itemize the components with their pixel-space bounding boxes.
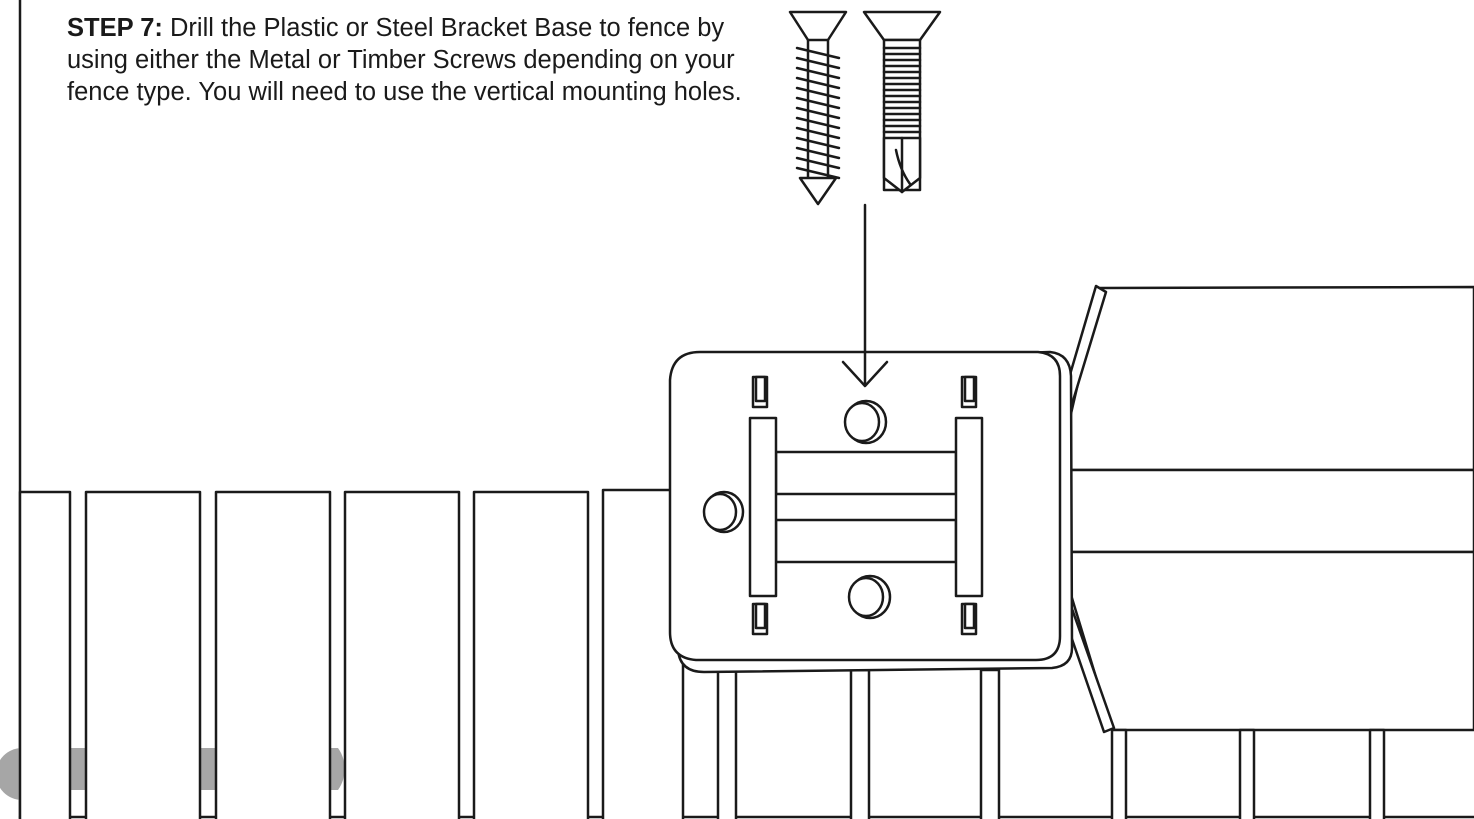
instruction-text: STEP 7: Drill the Plastic or Steel Brack…: [67, 12, 747, 108]
bracket-slots: [751, 375, 978, 636]
timber-screw-icon: [788, 10, 848, 206]
metal-screw-icon: [862, 10, 942, 194]
fence-palings-left: [18, 488, 685, 819]
step-label: STEP 7:: [67, 14, 163, 42]
down-arrow-icon: [841, 203, 889, 388]
h-bracket: [748, 416, 984, 598]
gate-panel: [1040, 284, 1474, 819]
fence-rails-center: [716, 668, 1001, 819]
instruction-body: Drill the Plastic or Steel Bracket Base …: [67, 14, 742, 106]
mounting-holes: [702, 399, 892, 620]
